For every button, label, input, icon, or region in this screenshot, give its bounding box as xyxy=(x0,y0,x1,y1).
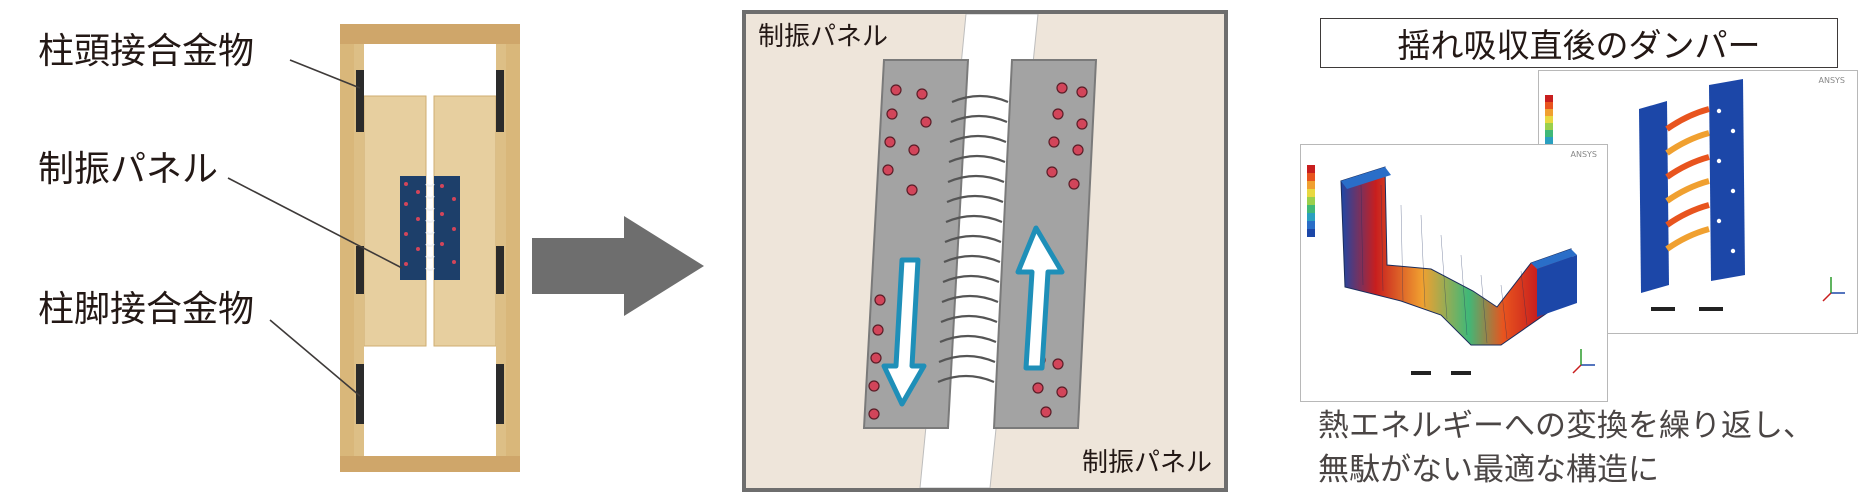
up-arrow-icon xyxy=(1015,225,1065,371)
leader-line-damper-panel xyxy=(227,177,403,269)
callout-leader-lines xyxy=(227,59,403,397)
callout-column-base: 柱脚接合金物 xyxy=(38,289,255,330)
caption-line-1: 熱エネルギーへの変換を繰り返し、 xyxy=(1318,408,1814,444)
fem-front-logo: ANSYS xyxy=(1571,150,1598,159)
wall-frame-photo xyxy=(340,24,520,472)
leader-line-column-head xyxy=(289,59,361,89)
fem-front-legend xyxy=(1307,165,1315,237)
fem-front-axis-triad xyxy=(1572,349,1595,374)
fem-front-scale-bar xyxy=(1411,371,1491,375)
callout-damper-panel: 制振パネル xyxy=(38,149,219,190)
fem-back-logo: ANSYS xyxy=(1819,76,1846,85)
detail-label-top: 制振パネル xyxy=(758,22,889,52)
transition-arrow-icon xyxy=(532,216,704,316)
damper-detail-box: 制振パネル 制振パネル xyxy=(742,10,1228,492)
callout-column-head: 柱頭接合金物 xyxy=(38,31,255,72)
simulation-title: 揺れ吸収直後のダンパー xyxy=(1320,18,1838,68)
detail-label-bottom: 制振パネル xyxy=(1081,448,1212,478)
fem-result-back: ANSYS xyxy=(1538,70,1858,334)
fem-result-front: ANSYS xyxy=(1300,144,1608,402)
leader-line-column-base xyxy=(269,319,361,397)
fem-front-drawing: ANSYS xyxy=(1307,150,1598,375)
fem-back-scale-bar xyxy=(1651,307,1747,311)
damper-detail-drawing xyxy=(862,14,1098,488)
simulation-caption: 熱エネルギーへの変換を繰り返し、 無駄がない最適な構造に xyxy=(1318,404,1814,492)
down-arrow-icon xyxy=(881,257,927,407)
fem-back-drawing: ANSYS xyxy=(1545,76,1846,311)
fem-back-axis-triad xyxy=(1822,277,1845,302)
caption-line-2: 無駄がない最適な構造に xyxy=(1318,452,1659,488)
